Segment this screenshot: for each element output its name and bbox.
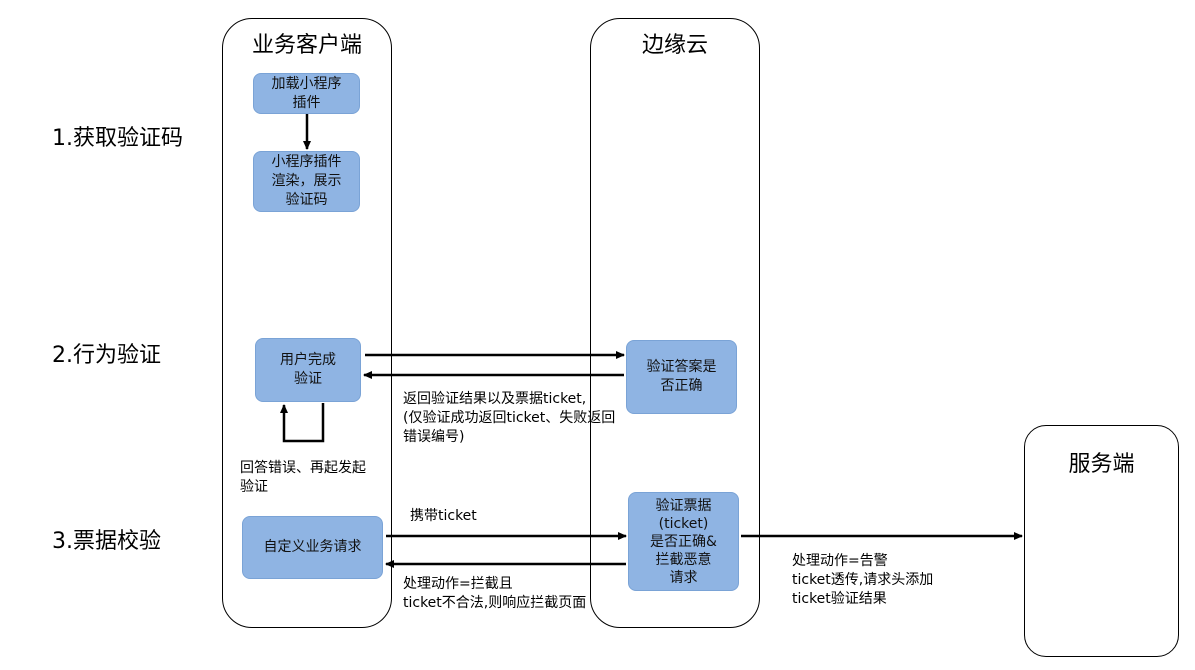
arrow-retry-loop <box>280 403 325 443</box>
return-result-note: 返回验证结果以及票据ticket, (仅验证成功返回ticket、失败返回 错误… <box>403 391 616 445</box>
client-lane: 业务客户端 <box>222 18 392 628</box>
step-1-label: 1.获取验证码 <box>52 126 183 151</box>
custom-business-request-box: 自定义业务请求 <box>242 516 383 579</box>
carry-ticket-note: 携带ticket <box>410 508 477 524</box>
step-3-label: 3.票据校验 <box>52 529 161 554</box>
edge-cloud-lane: 边缘云 <box>590 18 760 628</box>
edge-cloud-lane-title: 边缘云 <box>641 33 708 58</box>
render-captcha-box: 小程序插件 渲染，展示 验证码 <box>253 151 360 212</box>
verify-answer-box: 验证答案是 否正确 <box>626 340 737 414</box>
retry-note: 回答错误、再起发起 验证 <box>240 460 366 495</box>
load-plugin-box: 加载小程序 插件 <box>253 73 360 114</box>
client-lane-title: 业务客户端 <box>251 33 362 58</box>
server-lane-title: 服务端 <box>1068 452 1135 477</box>
alert-note: 处理动作=告警 ticket透传,请求头添加 ticket验证结果 <box>792 553 934 607</box>
user-complete-verify-box: 用户完成 验证 <box>255 338 361 402</box>
step-2-label: 2.行为验证 <box>52 343 161 368</box>
intercept-note: 处理动作=拦截且 ticket不合法,则响应拦截页面 <box>403 576 587 611</box>
verify-ticket-box: 验证票据 (ticket) 是否正确& 拦截恶意 请求 <box>628 492 739 591</box>
server-lane: 服务端 <box>1024 425 1179 657</box>
